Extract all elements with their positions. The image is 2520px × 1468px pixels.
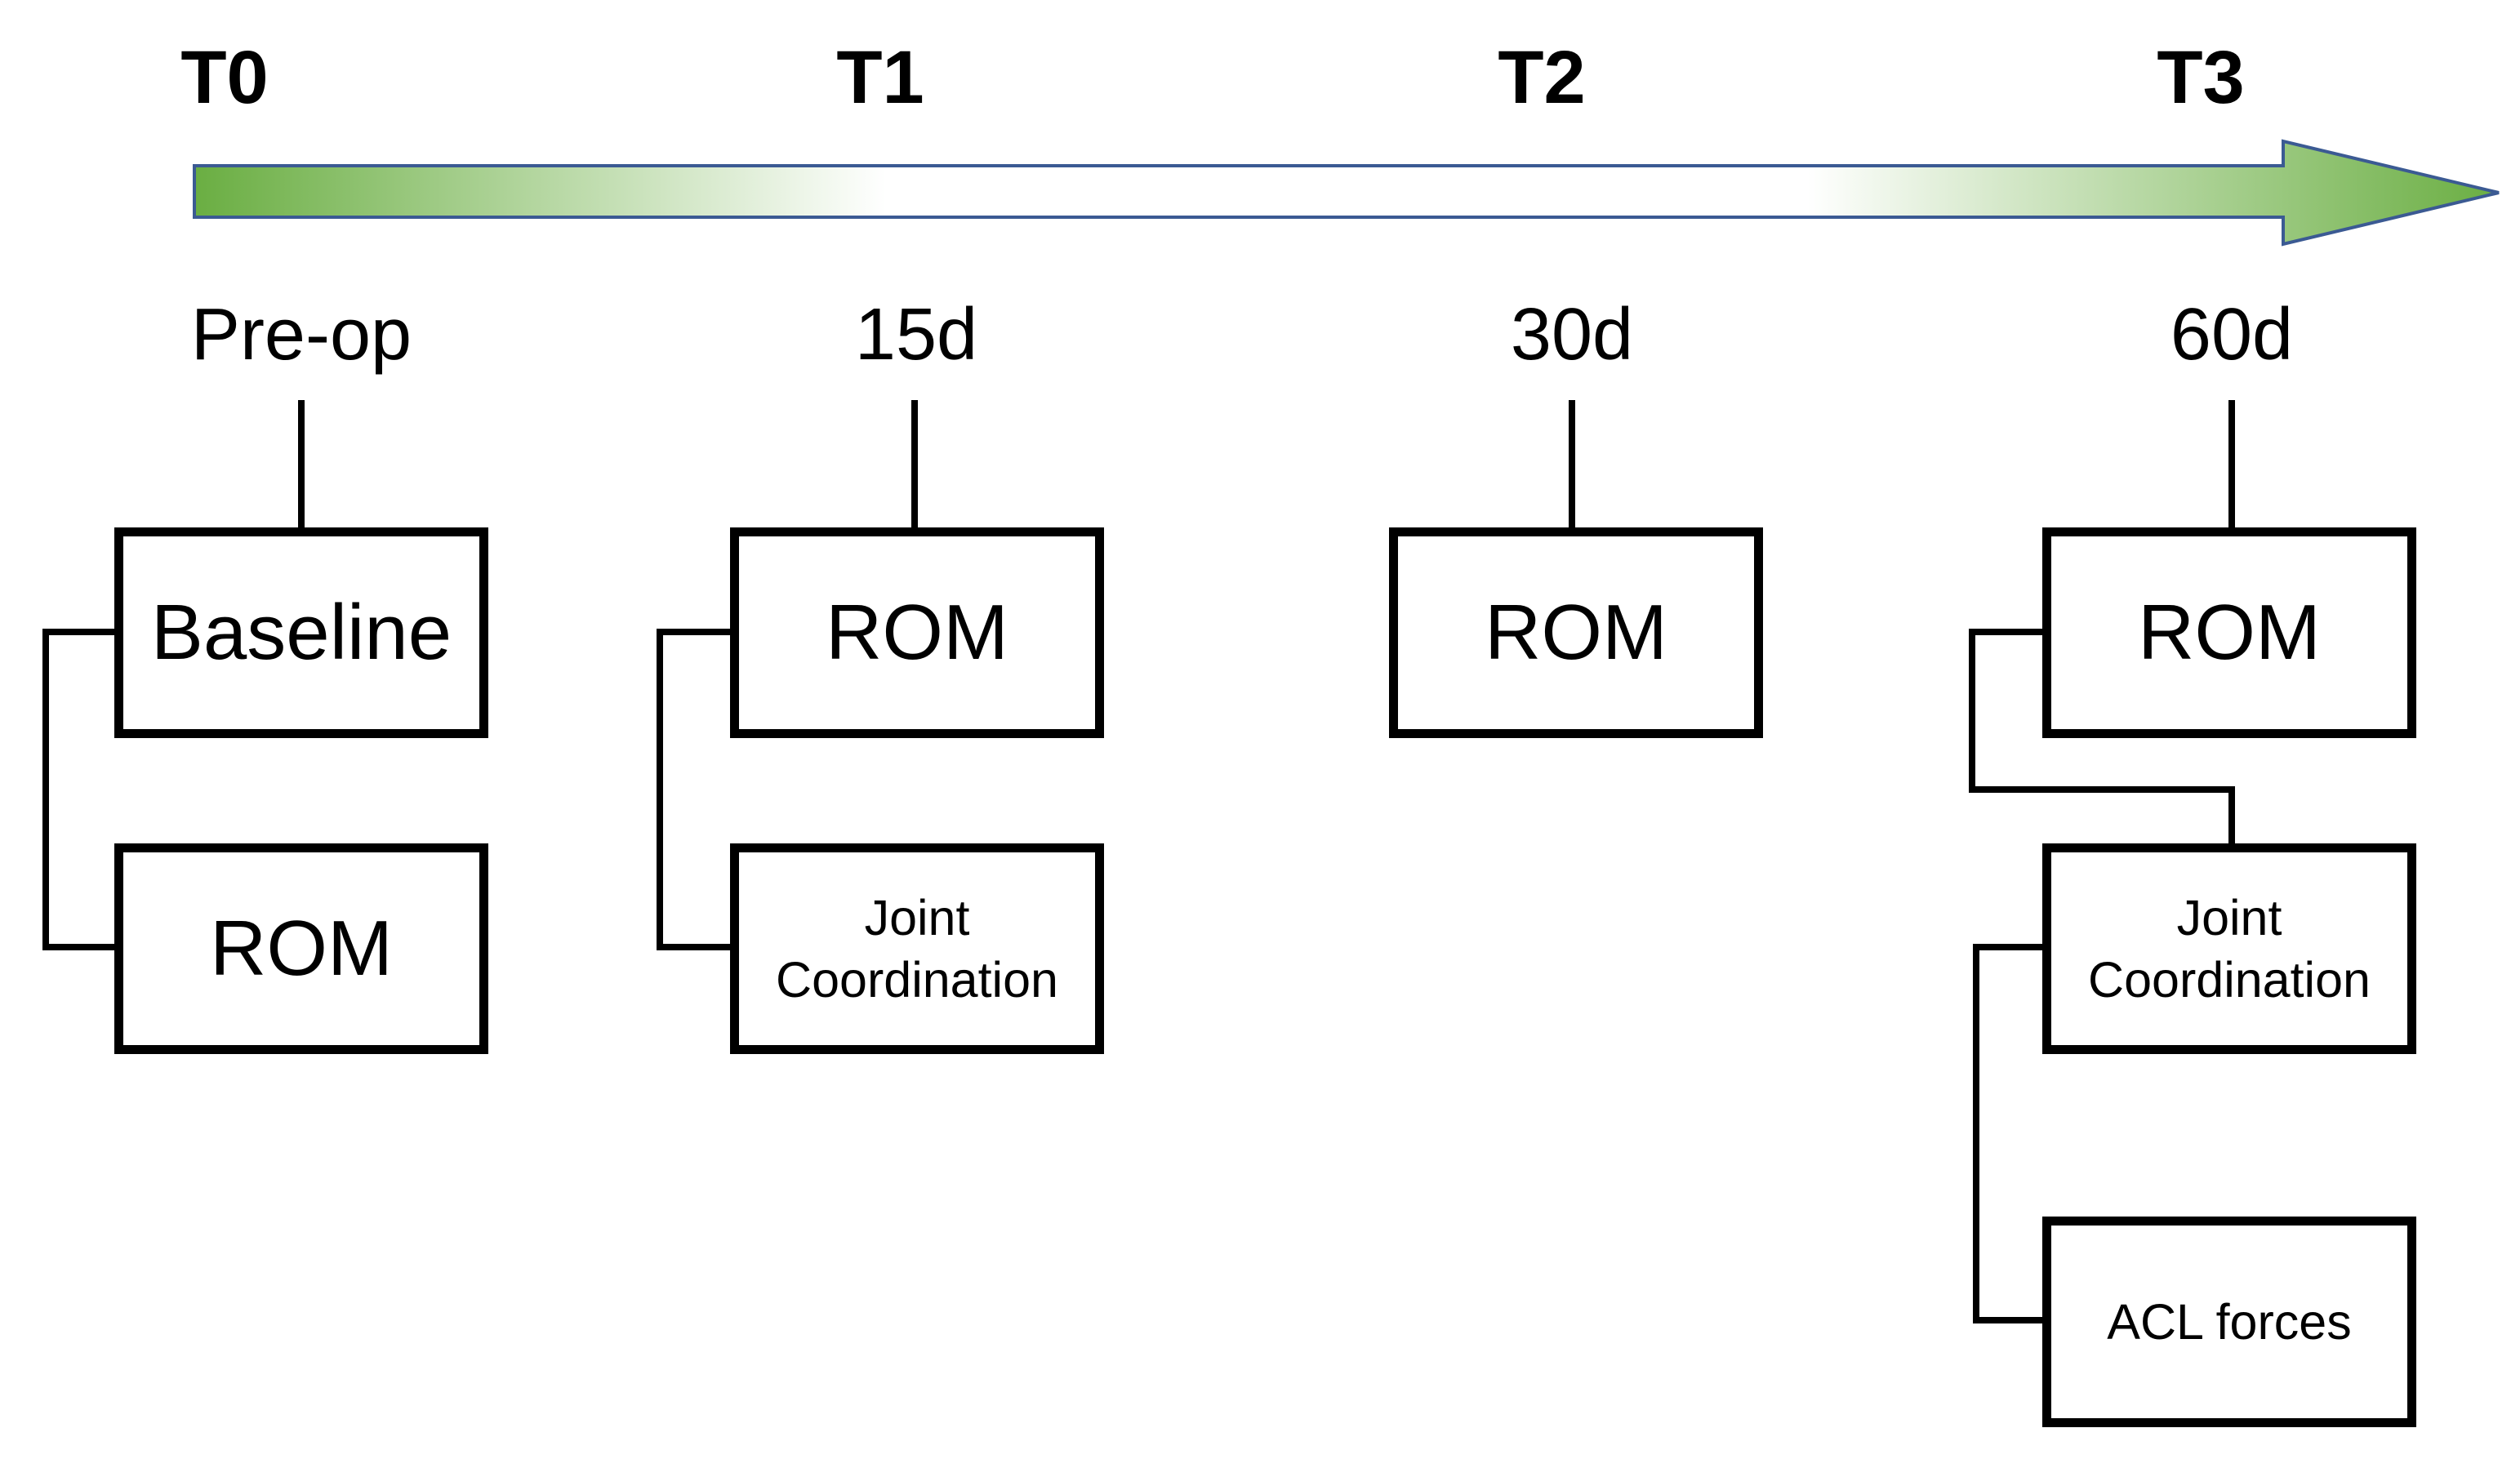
box-t3-acl-forces: ACL forces [2042, 1217, 2416, 1427]
phase-label-t0: T0 [180, 36, 269, 119]
t3-bracket-lower [1973, 944, 2047, 1323]
t3-bracket-upper [1969, 629, 2235, 845]
box-t1-joint-label: Joint Coordination [776, 890, 1058, 1008]
box-t1-rom: ROM [730, 527, 1104, 738]
box-t1-joint-coordination: Joint Coordination [730, 843, 1104, 1054]
box-t0-baseline-label: Baseline [150, 589, 452, 676]
box-t3-joint-coordination: Joint Coordination [2042, 843, 2416, 1054]
box-t3-rom-label: ROM [2138, 589, 2321, 676]
time-label-60d: 60d [2170, 294, 2294, 376]
box-t1-rom-label: ROM [826, 589, 1008, 676]
time-label-15d: 15d [854, 294, 978, 376]
box-t3-joint-label: Joint Coordination [2088, 890, 2371, 1008]
time-label-30d: 30d [1510, 294, 1634, 376]
box-t0-baseline: Baseline [114, 527, 488, 738]
phase-label-t2: T2 [1498, 36, 1586, 119]
connector-lines [42, 400, 2235, 1323]
box-t0-rom: ROM [114, 843, 488, 1054]
timeline-arrow [193, 139, 2500, 247]
time-label-preop: Pre-op [190, 294, 412, 376]
box-t3-rom: ROM [2042, 527, 2416, 738]
phase-label-t3: T3 [2157, 36, 2245, 119]
t1-bracket [657, 629, 735, 950]
box-t2-rom-label: ROM [1485, 589, 1667, 676]
box-t2-rom: ROM [1389, 527, 1763, 738]
box-t3-acl-label: ACL forces [2107, 1294, 2352, 1350]
box-t0-rom-label: ROM [210, 905, 393, 992]
t0-bracket [42, 629, 119, 950]
phase-label-t1: T1 [836, 36, 924, 119]
